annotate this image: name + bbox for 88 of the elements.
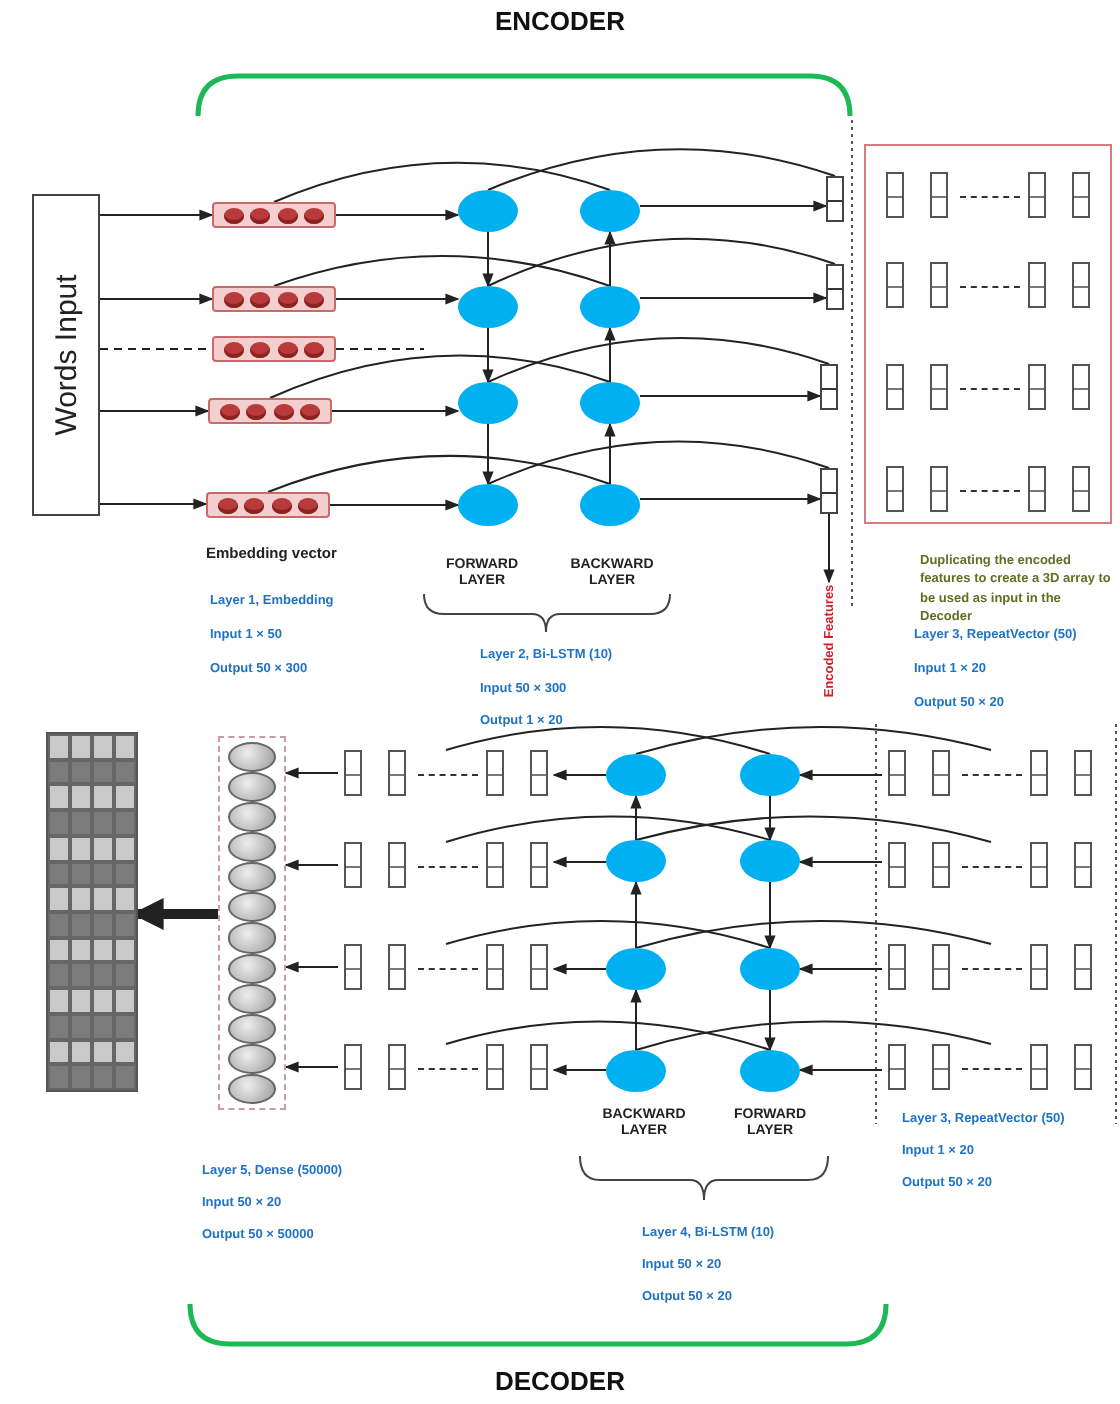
embedding-vector [212, 336, 336, 362]
arrow [630, 988, 642, 1051]
arrow [284, 859, 339, 871]
arrow [764, 881, 776, 950]
arrow [482, 231, 494, 288]
connector-curve [635, 726, 992, 755]
arrow [764, 989, 776, 1052]
input-box: Words Input [32, 194, 100, 516]
connector-curve [445, 815, 771, 843]
connector-curve [487, 237, 836, 287]
lstm-unit-ellipse [458, 286, 518, 328]
lstm-unit-ellipse [740, 840, 800, 882]
encoded-feature-cell [820, 468, 838, 514]
arrow [639, 493, 822, 505]
arrow [99, 405, 210, 417]
arrow [331, 405, 460, 417]
dense-layer-column [218, 736, 286, 1110]
lstm-unit-ellipse [606, 754, 666, 796]
arrow [552, 963, 607, 975]
arrow [798, 769, 883, 781]
output-matrix [46, 732, 138, 1092]
lstm-unit-ellipse [458, 190, 518, 232]
connector-curve [445, 1020, 771, 1051]
arrow [764, 795, 776, 842]
arrow [639, 200, 828, 212]
embedding-vector [212, 286, 336, 312]
connector-curve [273, 161, 611, 203]
lstm-unit-ellipse [580, 484, 640, 526]
arrow [798, 856, 883, 868]
arrow [284, 1061, 339, 1073]
arrow [639, 390, 822, 402]
arrow [604, 230, 616, 287]
arrow [639, 292, 828, 304]
connector-curve [269, 354, 611, 399]
repeat-vector-panel [864, 144, 1112, 524]
arrow [99, 293, 214, 305]
arrow [552, 1064, 607, 1076]
arrow [604, 326, 616, 383]
arrow [99, 209, 214, 221]
arrow [335, 293, 460, 305]
arrow [482, 423, 494, 486]
section-heading: ENCODER [492, 6, 627, 38]
arrow [630, 880, 642, 949]
lstm-unit-ellipse [740, 948, 800, 990]
connector-curve [487, 148, 836, 191]
connector-curve [635, 1020, 992, 1051]
embedding-vector [206, 492, 330, 518]
connector-curve [267, 455, 611, 493]
encoded-feature-cell [826, 176, 844, 222]
encoded-feature-cell [820, 364, 838, 410]
arrow [284, 767, 339, 779]
arrow [99, 498, 208, 510]
arrow [630, 794, 642, 841]
vector-cell-row [338, 750, 554, 796]
vector-cell-row [338, 842, 554, 888]
connector-curve [487, 440, 830, 485]
vector-cell-row [338, 1044, 554, 1090]
encoded-feature-cell [826, 264, 844, 310]
arrow [552, 856, 607, 868]
arrow [284, 961, 339, 973]
lstm-unit-ellipse [458, 484, 518, 526]
arrow [823, 513, 835, 584]
arrow [482, 327, 494, 384]
embedding-vector [208, 398, 332, 424]
connector-curve [635, 815, 992, 843]
lstm-unit-ellipse [580, 286, 640, 328]
arrow [798, 963, 883, 975]
connector-curve [445, 726, 771, 755]
lstm-unit-ellipse [606, 948, 666, 990]
arrow [798, 1064, 883, 1076]
arrow [329, 499, 460, 511]
lstm-unit-ellipse [580, 382, 640, 424]
connector-curve [635, 920, 992, 949]
lstm-unit-ellipse [606, 1050, 666, 1092]
lstm-unit-ellipse [606, 840, 666, 882]
connector-curve [445, 920, 771, 949]
vector-cell-row [338, 944, 554, 990]
lstm-unit-ellipse [580, 190, 640, 232]
lstm-unit-ellipse [458, 382, 518, 424]
connector-curve [273, 255, 611, 287]
lstm-unit-ellipse [740, 754, 800, 796]
arrow [604, 422, 616, 485]
connector-curve [487, 336, 830, 383]
section-heading: DECODER [492, 1366, 627, 1398]
embedding-vector [212, 202, 336, 228]
arrow [552, 769, 607, 781]
lstm-unit-ellipse [740, 1050, 800, 1092]
arrow [335, 209, 460, 221]
